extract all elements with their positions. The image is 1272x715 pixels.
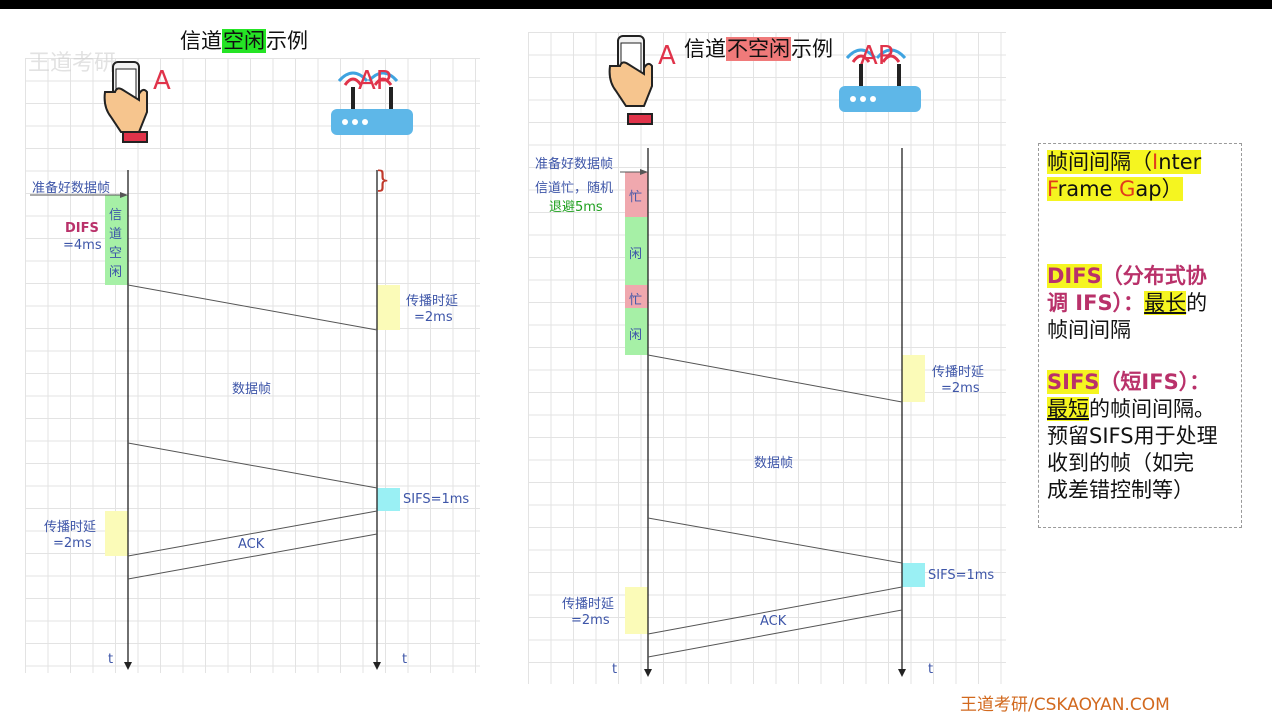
left-prop1-label: 传播时延 bbox=[406, 294, 459, 309]
right-grid bbox=[528, 32, 1006, 684]
left-t-ap: t bbox=[402, 652, 408, 667]
left-station-a-label: A bbox=[153, 66, 171, 96]
left-ready-label: 准备好数据帧 bbox=[32, 181, 111, 196]
left-idle-char-2: 道 bbox=[109, 227, 123, 242]
right-idle1-label: 闲 bbox=[629, 247, 643, 262]
right-busy-note-1: 信道忙，随机 bbox=[535, 181, 614, 196]
right-t-ap: t bbox=[928, 662, 934, 677]
right-prop2-label: 传播时延 bbox=[562, 597, 615, 612]
right-station-a-label: A bbox=[658, 41, 676, 71]
right-prop1-label: 传播时延 bbox=[932, 365, 985, 380]
left-prop2-value: =2ms bbox=[53, 536, 92, 551]
left-station-ap-label: AP bbox=[358, 66, 392, 96]
left-idle-char-4: 闲 bbox=[109, 265, 123, 280]
left-prop2-label: 传播时延 bbox=[44, 520, 97, 535]
right-station-ap-label: AP bbox=[860, 41, 894, 71]
right-prop1-value: =2ms bbox=[941, 381, 980, 396]
right-busy2-label: 忙 bbox=[629, 293, 643, 308]
difs-desc: DIFS（分布式协调 IFS）：最长的帧间间隔 bbox=[1047, 264, 1208, 342]
left-sifs-label: SIFS=1ms bbox=[403, 492, 470, 507]
right-data-frame-label: 数据帧 bbox=[754, 456, 794, 471]
right-t-a: t bbox=[612, 662, 618, 677]
left-grid bbox=[25, 58, 480, 673]
sifs-desc: SIFS（短IFS）：最短的帧间间隔。预留SIFS用于处理收到的帧（如完成差错控… bbox=[1047, 370, 1218, 502]
left-idle-char-3: 空 bbox=[109, 246, 123, 261]
left-difs-label: DIFS bbox=[65, 221, 99, 236]
watermark: 王道考研 bbox=[28, 51, 117, 76]
right-ack-label: ACK bbox=[760, 614, 787, 629]
left-brace: } bbox=[375, 166, 391, 194]
left-idle-char-1: 信 bbox=[109, 208, 123, 223]
left-t-a: t bbox=[108, 652, 114, 667]
footer-brand: 王道考研/CSKAOYAN.COM bbox=[960, 695, 1170, 715]
left-difs-value: =4ms bbox=[63, 238, 102, 253]
right-prop2-value: =2ms bbox=[571, 613, 610, 628]
left-ack-label: ACK bbox=[238, 537, 265, 552]
right-idle2-label: 闲 bbox=[629, 328, 643, 343]
right-title: 信道不空闲示例 bbox=[684, 37, 833, 61]
right-sifs-label: SIFS=1ms bbox=[928, 568, 995, 583]
right-ready-label: 准备好数据帧 bbox=[535, 157, 614, 172]
right-busy1-label: 忙 bbox=[629, 190, 643, 205]
left-data-frame-label: 数据帧 bbox=[232, 382, 272, 397]
right-busy-note-2: 退避5ms bbox=[549, 200, 603, 215]
left-title: 信道空闲示例 bbox=[180, 29, 308, 53]
left-prop1-value: =2ms bbox=[414, 310, 453, 325]
top-bar bbox=[0, 0, 1272, 9]
